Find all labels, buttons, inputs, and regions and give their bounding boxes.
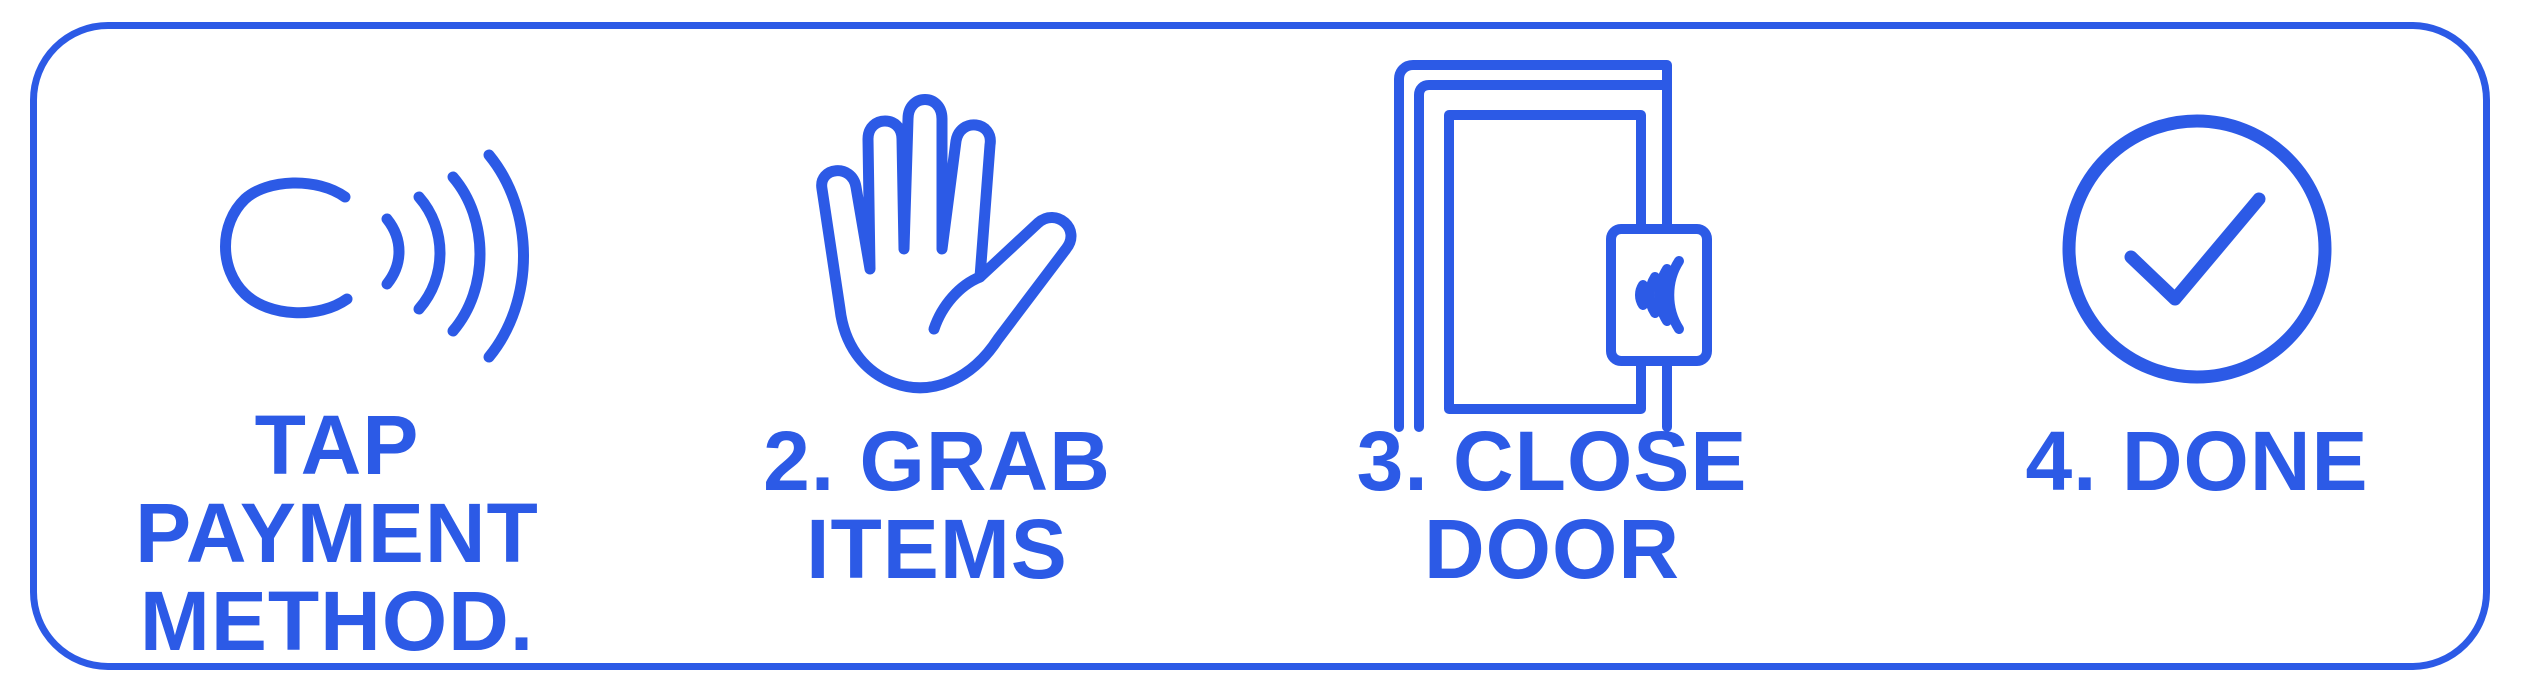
step-3-line-1: 3. CLOSE [1356, 414, 1748, 508]
step-2-line-1: 2. GRAB [763, 414, 1111, 508]
step-4-label: 4. DONE [1967, 417, 2427, 505]
step-2-line-2: ITEMS [806, 502, 1068, 596]
step-1-line-1: TAP [254, 398, 420, 492]
door-with-card-reader-icon [1367, 57, 1737, 437]
step-4-line-1: 4. DONE [2025, 414, 2369, 508]
step-3-label: 3. CLOSE DOOR [1267, 417, 1837, 593]
checkmark-circle-icon [2055, 107, 2339, 391]
contactless-payment-icon [197, 99, 537, 369]
step-1-line-3: METHOD. [139, 574, 535, 668]
hand-icon [782, 79, 1112, 419]
step-1-line-2: PAYMENT [135, 486, 539, 580]
step-3-line-2: DOOR [1424, 502, 1680, 596]
step-1-label: TAP PAYMENT METHOD. [117, 401, 557, 665]
instructions-panel: TAP PAYMENT METHOD. 2. GRAB ITEMS [30, 22, 2490, 670]
step-2-label: 2. GRAB ITEMS [677, 417, 1197, 593]
